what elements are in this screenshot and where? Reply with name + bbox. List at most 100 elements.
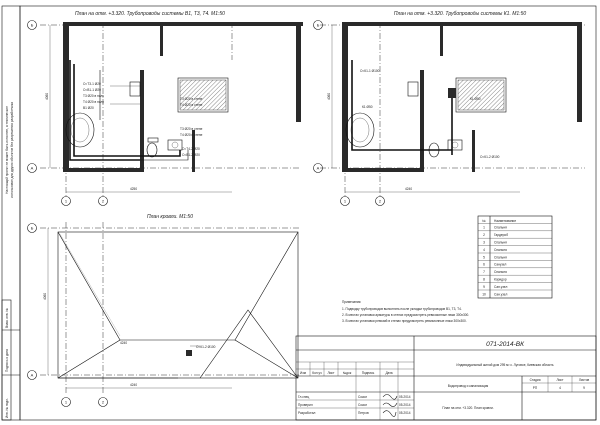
plan-water-supply: План на отм. +3.320. Трубопроводы систем… bbox=[27, 11, 303, 206]
plan-roof-title: План кровли. М1:50 bbox=[147, 214, 193, 220]
legend-name: Спальня bbox=[494, 248, 507, 252]
legend-num: 9 bbox=[483, 285, 485, 289]
legend-num: 7 bbox=[483, 270, 485, 274]
legend-num: 4 bbox=[483, 248, 485, 252]
svg-text:Сокол: Сокол bbox=[358, 403, 367, 407]
svg-text:05.2014: 05.2014 bbox=[399, 403, 411, 407]
sheet-code: 071-2014-ВК bbox=[486, 341, 525, 348]
legend-num: 1 bbox=[483, 226, 485, 230]
svg-text:№: № bbox=[482, 219, 486, 223]
svg-text:Лист: Лист bbox=[328, 371, 335, 375]
legend-name: Гардероб bbox=[494, 233, 508, 237]
legend-name: Спальня bbox=[494, 255, 507, 259]
legend-name: Сан.узел bbox=[494, 285, 507, 289]
svg-text:А: А bbox=[317, 166, 320, 171]
svg-text:Изм: Изм bbox=[300, 371, 306, 375]
svg-text:В1 Ø20: В1 Ø20 bbox=[83, 106, 94, 110]
svg-text:Кол.уч: Кол.уч bbox=[312, 371, 322, 375]
svg-text:Листов: Листов bbox=[579, 378, 590, 382]
svg-text:Ст.Т3-1 Ø20: Ст.Т3-1 Ø20 bbox=[83, 82, 101, 86]
svg-text:05.2014: 05.2014 bbox=[399, 395, 411, 399]
legend-num: 10 bbox=[482, 292, 486, 296]
section-name: Водопровод и канализация bbox=[448, 384, 489, 388]
svg-text:05.2014: 05.2014 bbox=[399, 411, 411, 415]
project-name: Индивидуальный жилой дом 295 м² с. Лугов… bbox=[456, 363, 553, 367]
svg-text:Примечания:: Примечания: bbox=[342, 300, 361, 304]
svg-text:Ст.К1-1 Ø100: Ст.К1-1 Ø100 bbox=[360, 69, 380, 73]
svg-text:4240: 4240 bbox=[120, 341, 127, 345]
svg-text:Подпись и дата: Подпись и дата bbox=[5, 349, 9, 372]
svg-text:Б: Б bbox=[31, 226, 34, 231]
plan-roof: План кровли. М1:50 Ст.К1-2 Ø100 4240 406… bbox=[27, 214, 300, 407]
legend-num: 2 bbox=[483, 233, 485, 237]
notes: Примечания: 1. Подводку трубопроводов вы… bbox=[342, 300, 469, 323]
svg-text:Проверил: Проверил bbox=[298, 403, 313, 407]
title-block: 071-2014-ВК Индивидуальный жилой дом 295… bbox=[295, 335, 597, 421]
legend-name: Санузел bbox=[494, 263, 507, 267]
svg-text:К1 Ø50: К1 Ø50 bbox=[362, 105, 373, 109]
svg-text:2. В местах установки арматуры: 2. В местах установки арматуры в стенах … bbox=[342, 313, 469, 317]
legend-name: Сан.узел bbox=[494, 292, 507, 296]
svg-text:Гл.спец: Гл.спец bbox=[298, 395, 309, 399]
svg-text:4250: 4250 bbox=[130, 187, 137, 191]
svg-text:4: 4 bbox=[559, 386, 561, 390]
svg-text:Т3 Ø20 в стене: Т3 Ø20 в стене bbox=[180, 97, 203, 101]
legend-num: 5 bbox=[483, 255, 485, 259]
svg-text:Ст.В1-2 Ø20: Ст.В1-2 Ø20 bbox=[182, 153, 200, 157]
bathtub-icon bbox=[65, 112, 95, 148]
svg-text:Инв. № подл.: Инв. № подл. bbox=[5, 398, 9, 418]
legend-num: 3 bbox=[483, 241, 485, 245]
svg-text:Т3 Ø20 в стене: Т3 Ø20 в стене bbox=[180, 127, 203, 131]
svg-text:Т4 Ø20 в стене: Т4 Ø20 в стене bbox=[180, 133, 203, 137]
legend-name: Спальня bbox=[494, 226, 507, 230]
legend-num: 6 bbox=[483, 263, 485, 267]
svg-text:2: 2 bbox=[102, 199, 105, 204]
svg-text:Стадия: Стадия bbox=[530, 378, 541, 382]
plan-left-title: План на отм. +3.320. Трубопроводы систем… bbox=[75, 11, 225, 17]
svg-text:Лист: Лист bbox=[557, 378, 564, 382]
sheet-frame bbox=[19, 5, 597, 421]
svg-text:Сокол: Сокол bbox=[358, 395, 367, 399]
plan-sewer: План на отм. +3.320. Трубопроводы систем… bbox=[313, 11, 585, 206]
svg-text:А: А bbox=[31, 373, 34, 378]
svg-text:Подпись: Подпись bbox=[362, 371, 375, 375]
svg-text:Ст.К1-2 Ø100: Ст.К1-2 Ø100 bbox=[480, 155, 500, 159]
svg-text:Петров: Петров bbox=[358, 411, 369, 415]
svg-text:№док: №док bbox=[343, 371, 352, 375]
svg-text:Наименование: Наименование bbox=[494, 219, 516, 223]
svg-text:1: 1 bbox=[65, 400, 68, 405]
left-stamp: Взам. инв. № Подпись и дата Инв. № подл. bbox=[1, 299, 20, 421]
svg-text:3. В местах установки ревизий: 3. В местах установки ревизий в стенах п… bbox=[342, 319, 467, 323]
signature-icon bbox=[382, 410, 397, 417]
svg-text:2: 2 bbox=[102, 400, 105, 405]
svg-text:Б: Б bbox=[317, 23, 320, 28]
drawing-name: План на отм. +3.320. План кровли. bbox=[442, 406, 493, 410]
side-note: Настоящий проект не может быть исполнен,… bbox=[5, 102, 14, 198]
legend-num: 8 bbox=[483, 278, 485, 282]
svg-text:Т4 Ø20 в полу: Т4 Ø20 в полу bbox=[83, 100, 104, 104]
svg-text:Дата: Дата bbox=[385, 371, 392, 375]
svg-text:Ст.В1-1 Ø20: Ст.В1-1 Ø20 bbox=[83, 88, 101, 92]
legend-name: Коридор bbox=[494, 278, 507, 282]
svg-text:РП: РП bbox=[533, 386, 538, 390]
svg-text:Т3 Ø20 в полу: Т3 Ø20 в полу bbox=[83, 94, 104, 98]
svg-text:К1 Ø50: К1 Ø50 bbox=[470, 97, 481, 101]
svg-text:А: А bbox=[31, 166, 34, 171]
svg-text:Ст.К1-2 Ø100: Ст.К1-2 Ø100 bbox=[196, 345, 216, 349]
svg-text:4060: 4060 bbox=[327, 93, 331, 100]
svg-text:Взам. инв. №: Взам. инв. № bbox=[5, 308, 9, 328]
signature-icon bbox=[382, 394, 398, 400]
svg-text:1: 1 bbox=[65, 199, 68, 204]
svg-text:1: 1 bbox=[344, 199, 347, 204]
svg-text:Б: Б bbox=[31, 23, 34, 28]
svg-text:использован для других объекто: использован для других объектов без разр… bbox=[10, 102, 14, 198]
svg-text:4060: 4060 bbox=[43, 293, 47, 300]
svg-text:1. Подводку трубопроводов выпо: 1. Подводку трубопроводов выполнять посл… bbox=[342, 307, 462, 311]
bathtub-icon bbox=[345, 112, 375, 148]
signature-icon bbox=[382, 402, 398, 407]
svg-text:Разработал: Разработал bbox=[298, 411, 315, 415]
svg-text:4060: 4060 bbox=[45, 93, 49, 100]
legend-name: Спальня bbox=[494, 270, 507, 274]
